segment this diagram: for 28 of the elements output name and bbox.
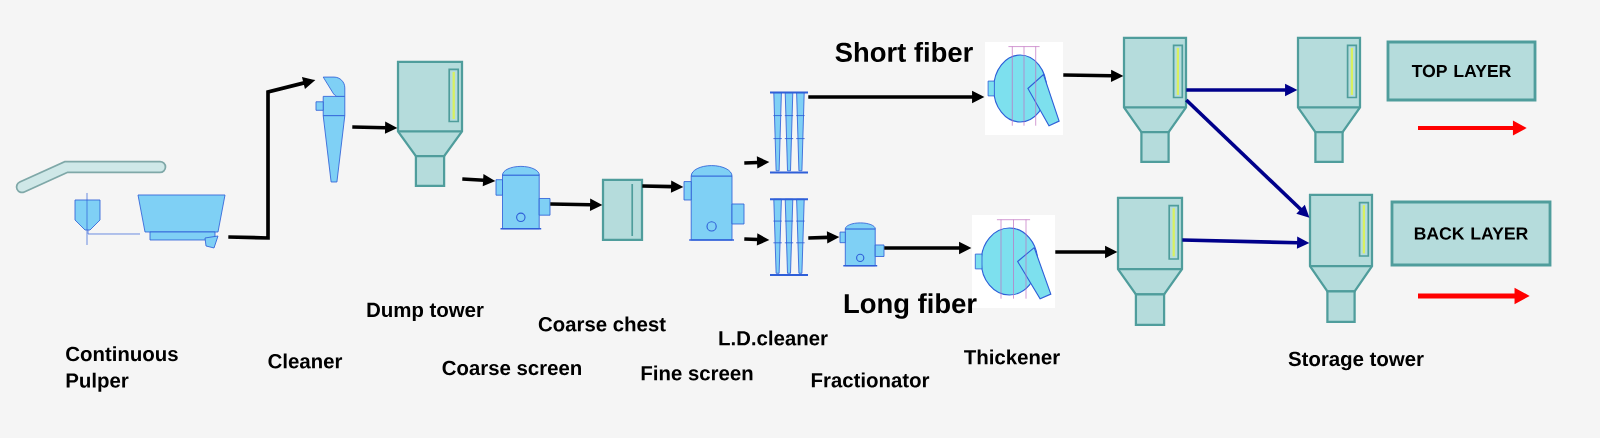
chest-drawing (601, 178, 644, 242)
tower-drawing (1116, 196, 1184, 327)
equipment-label: L.D.cleaner (719, 330, 828, 346)
cleaner-bank-drawing (769, 91, 809, 174)
equipment-label: Coarse screen (442, 360, 581, 376)
equipment-label: Short fiber (835, 41, 973, 63)
equipment-label: Cleaner (268, 353, 343, 369)
equipment-label: Fine screen (641, 365, 753, 381)
cleaner-bank-drawing (769, 198, 809, 276)
layer-box: TOP LAYER (1386, 40, 1537, 102)
equipment-label: Fractionator (811, 372, 930, 388)
thickener-drawing (985, 42, 1063, 135)
tower-drawing (1122, 36, 1188, 164)
tower-drawing (396, 60, 464, 188)
equipment-label: Long fiber (844, 293, 977, 319)
cyclone-cleaner-drawing (315, 76, 346, 183)
equipment-label: Storage tower (1288, 351, 1424, 371)
tower-drawing (1308, 193, 1374, 324)
pulper-drawing (15, 160, 226, 249)
equipment-label: Dump tower (367, 302, 484, 322)
tower-drawing (1296, 36, 1362, 164)
screen-drawing (839, 222, 885, 267)
equipment-label: Thickener (964, 349, 1060, 365)
screen-drawing (495, 165, 551, 230)
equipment-label: Coarse chest (538, 316, 666, 332)
screen-drawing (683, 165, 745, 241)
equipment-label: Continuous Pulper (66, 346, 178, 392)
layer-box: BACK LAYER (1390, 200, 1552, 267)
